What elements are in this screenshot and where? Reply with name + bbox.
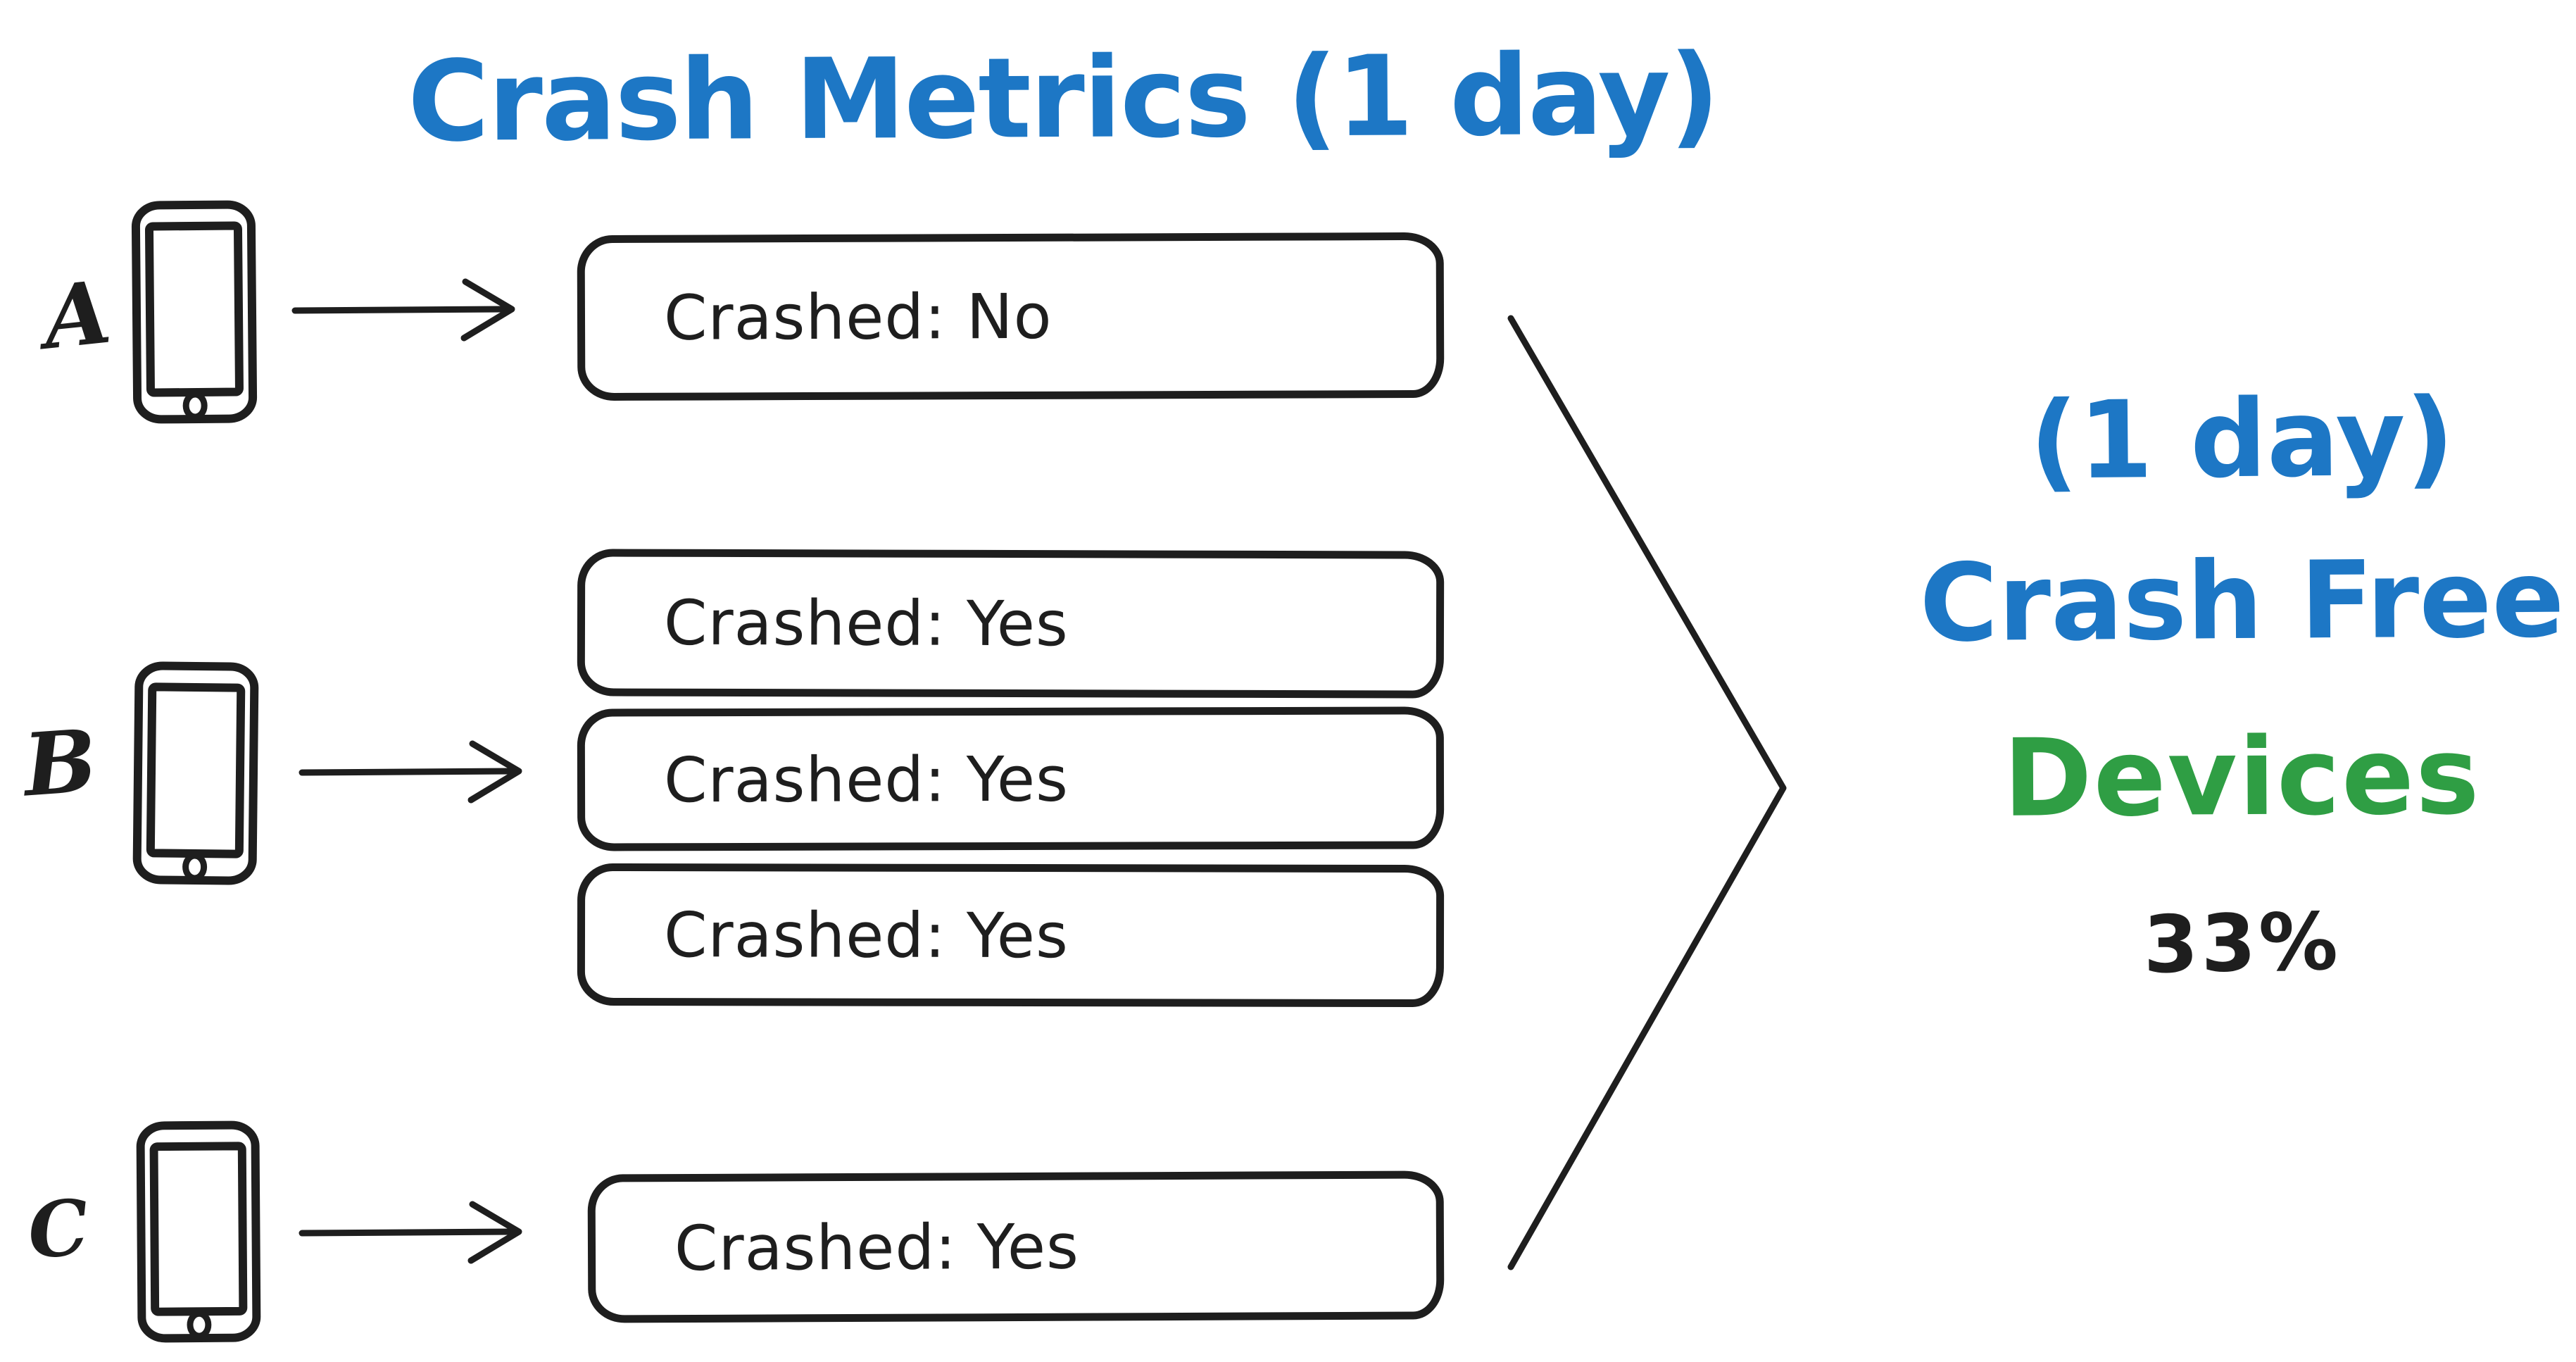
merge-chevron-icon <box>1507 315 1787 1270</box>
crash-event-box: Crashed: Yes <box>587 1170 1445 1323</box>
result-value: 33% <box>2142 896 2342 992</box>
device-label-a: A <box>38 261 115 369</box>
crash-event-text: Crashed: Yes <box>663 742 1069 816</box>
device-label-b: B <box>20 709 101 816</box>
phone-icon <box>132 661 259 885</box>
arrow-right-icon <box>299 1201 522 1264</box>
crash-event-text: Crashed: Yes <box>663 586 1069 661</box>
phone-icon <box>136 1120 261 1343</box>
crash-event-box: Crashed: Yes <box>577 863 1445 1008</box>
phone-icon <box>131 200 258 424</box>
crash-event-text: Crashed: Yes <box>674 1210 1080 1285</box>
crash-event-box: Crashed: Yes <box>577 706 1445 851</box>
crash-event-box: Crashed: No <box>577 232 1445 401</box>
arrow-right-icon <box>291 278 515 342</box>
crash-event-text: Crashed: No <box>663 280 1053 354</box>
device-label-c: C <box>24 1182 93 1277</box>
arrow-right-icon <box>299 740 522 804</box>
crash-event-text: Crashed: Yes <box>663 898 1069 972</box>
diagram-title: Crash Metrics (1 day) <box>407 30 1719 167</box>
crash-event-box: Crashed: Yes <box>577 549 1445 699</box>
result-period: (1 day) <box>2029 375 2455 504</box>
result-metric-devices: Devices <box>2002 713 2482 841</box>
result-metric-crash-free: Crash Free <box>1918 536 2565 666</box>
